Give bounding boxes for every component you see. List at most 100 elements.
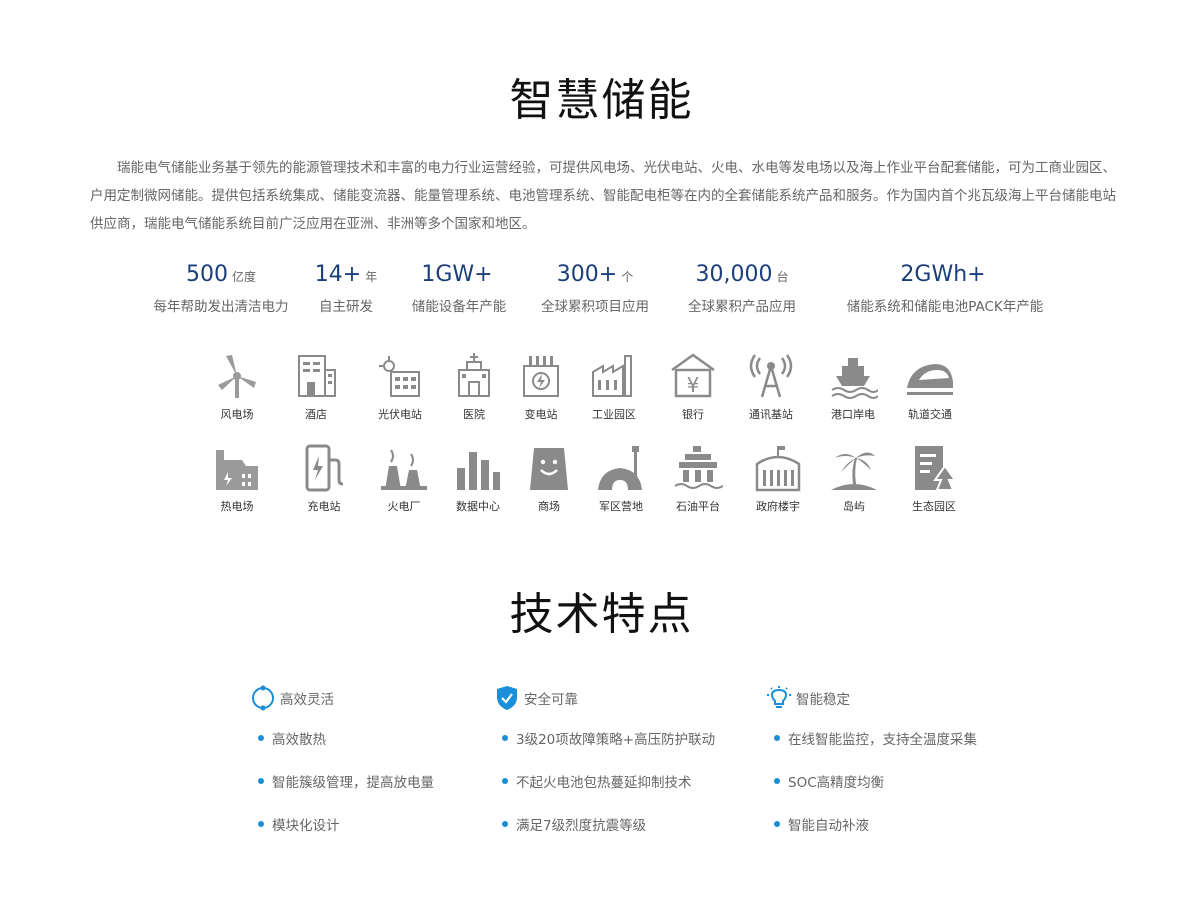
bullet-icon [774, 735, 780, 741]
feature-heading: 安全可靠 [494, 684, 754, 712]
government-building-icon [755, 446, 801, 492]
scenario-label: 医院 [463, 408, 485, 421]
stat-item: 2GWh+ 储能系统和储能电池PACK年产能 [840, 262, 1050, 315]
feature-item: 在线智能监控，支持全温度采集 [774, 728, 1026, 771]
stat-value: 2GWh+ [900, 262, 986, 287]
scenario-label: 轨道交通 [908, 408, 952, 421]
feature-item-text: SOC高精度均衡 [788, 775, 885, 791]
feature-item: 智能簇级管理，提高放电量 [258, 771, 510, 814]
bullet-icon [502, 735, 508, 741]
scenario-item: 变电站 [509, 352, 573, 422]
feature-item-text: 3级20项故障策略+高压防护联动 [516, 732, 716, 748]
stat-label: 储能设备年产能 [411, 299, 507, 315]
scenario-label: 光伏电站 [378, 408, 422, 421]
scenario-label: 火电厂 [387, 500, 421, 513]
scenario-item: 通讯基站 [739, 352, 803, 422]
scenario-item: 风电场 [205, 352, 269, 422]
stat-label: 全球累积项目应用 [541, 299, 649, 315]
bullet-icon [258, 778, 264, 784]
data-center-icon [457, 452, 500, 490]
feature-column-smart: 智能稳定 在线智能监控，支持全温度采集 SOC高精度均衡 智能自动补液 [766, 684, 1026, 857]
feature-list: 高效散热 智能簇级管理，提高放电量 模块化设计 [258, 728, 510, 857]
stat-value: 14+ [314, 262, 362, 287]
feature-item: 智能自动补液 [774, 814, 1026, 857]
stat-value: 300+ [556, 262, 618, 287]
feature-heading: 高效灵活 [250, 684, 510, 712]
scenario-item: 数据中心 [446, 444, 510, 514]
feature-list: 在线智能监控，支持全温度采集 SOC高精度均衡 智能自动补液 [774, 728, 1026, 857]
stat-value: 30,000 [695, 262, 773, 287]
scenario-item: 光伏电站 [368, 352, 432, 422]
stat-item: 1GW+ 储能设备年产能 [405, 262, 513, 315]
bullet-icon [774, 821, 780, 827]
oil-platform-icon [674, 446, 723, 489]
telecom-tower-icon [749, 354, 793, 398]
scenario-item: 医院 [442, 352, 506, 422]
bullet-icon [502, 778, 508, 784]
hotel-icon [298, 355, 336, 397]
stat-unit: 年 [365, 270, 378, 284]
svg-text:¥: ¥ [687, 373, 700, 397]
feature-column-flexible: 高效灵活 高效散热 智能簇级管理，提高放电量 模块化设计 [250, 684, 510, 857]
scenario-item: 岛屿 [822, 444, 886, 514]
section-title-tech-features: 技术特点 [509, 589, 694, 640]
hospital-icon [458, 353, 490, 397]
scenario-item: ¥ 银行 [661, 352, 725, 422]
feature-item: SOC高精度均衡 [774, 771, 1026, 814]
scenario-label: 数据中心 [456, 500, 500, 513]
stat-unit: 个 [621, 270, 634, 284]
feature-heading-label: 高效灵活 [280, 692, 334, 708]
flexible-cycle-icon [252, 685, 274, 711]
stat-label: 每年帮助发出清洁电力 [153, 299, 289, 315]
feature-item-text: 模块化设计 [272, 818, 340, 834]
bullet-icon [258, 821, 264, 827]
feature-item: 高效散热 [258, 728, 510, 771]
military-camp-icon [598, 446, 642, 490]
stat-value: 500 [185, 262, 228, 287]
feature-item-text: 不起火电池包热蔓延抑制技术 [516, 775, 692, 791]
scenario-label: 石油平台 [676, 500, 720, 513]
section-title-smart-storage: 智慧储能 [509, 75, 694, 126]
scenario-item: 港口岸电 [821, 352, 885, 422]
scenario-label: 岛屿 [843, 500, 865, 513]
feature-heading: 智能稳定 [766, 684, 1026, 712]
charging-station-icon [305, 444, 344, 492]
industrial-park-icon [592, 355, 632, 397]
bullet-icon [502, 821, 508, 827]
solar-plant-icon [379, 356, 420, 397]
stat-unit: 台 [776, 270, 789, 284]
scenario-label: 生态园区 [912, 500, 956, 513]
scenario-label: 银行 [682, 408, 704, 421]
feature-list: 3级20项故障策略+高压防护联动 不起火电池包热蔓延抑制技术 满足7级烈度抗震等… [502, 728, 754, 857]
bank-icon: ¥ [671, 353, 715, 398]
scenario-item: 商场 [517, 444, 581, 514]
stat-label: 自主研发 [319, 299, 373, 315]
scenario-item: 热电场 [205, 444, 269, 514]
scenario-item: 石油平台 [666, 444, 730, 514]
scenario-label: 变电站 [524, 408, 558, 421]
stat-label: 储能系统和储能电池PACK年产能 [846, 299, 1044, 315]
feature-item: 模块化设计 [258, 814, 510, 857]
feature-item-text: 智能簇级管理，提高放电量 [272, 775, 434, 791]
scenario-label: 商场 [538, 500, 560, 513]
feature-item-text: 高效散热 [272, 732, 326, 748]
feature-item: 满足7级烈度抗震等级 [502, 814, 754, 857]
thermal-plant-icon [216, 450, 258, 490]
scenario-label: 工业园区 [592, 408, 636, 421]
stat-item: 300+个 全球累积项目应用 [533, 262, 657, 315]
shopping-mall-icon [530, 448, 568, 490]
feature-column-safe: 安全可靠 3级20项故障策略+高压防护联动 不起火电池包热蔓延抑制技术 满足7级… [494, 684, 754, 857]
feature-item-text: 满足7级烈度抗震等级 [516, 818, 647, 834]
scenario-label: 港口岸电 [831, 408, 875, 421]
feature-item: 不起火电池包热蔓延抑制技术 [502, 771, 754, 814]
scenario-label: 风电场 [220, 408, 254, 421]
stat-value: 1GW+ [421, 262, 493, 287]
island-icon [831, 452, 877, 490]
bullet-icon [258, 735, 264, 741]
wind-turbine-icon [218, 355, 256, 398]
feature-item: 3级20项故障策略+高压防护联动 [502, 728, 754, 771]
scenario-item: 酒店 [284, 352, 348, 422]
